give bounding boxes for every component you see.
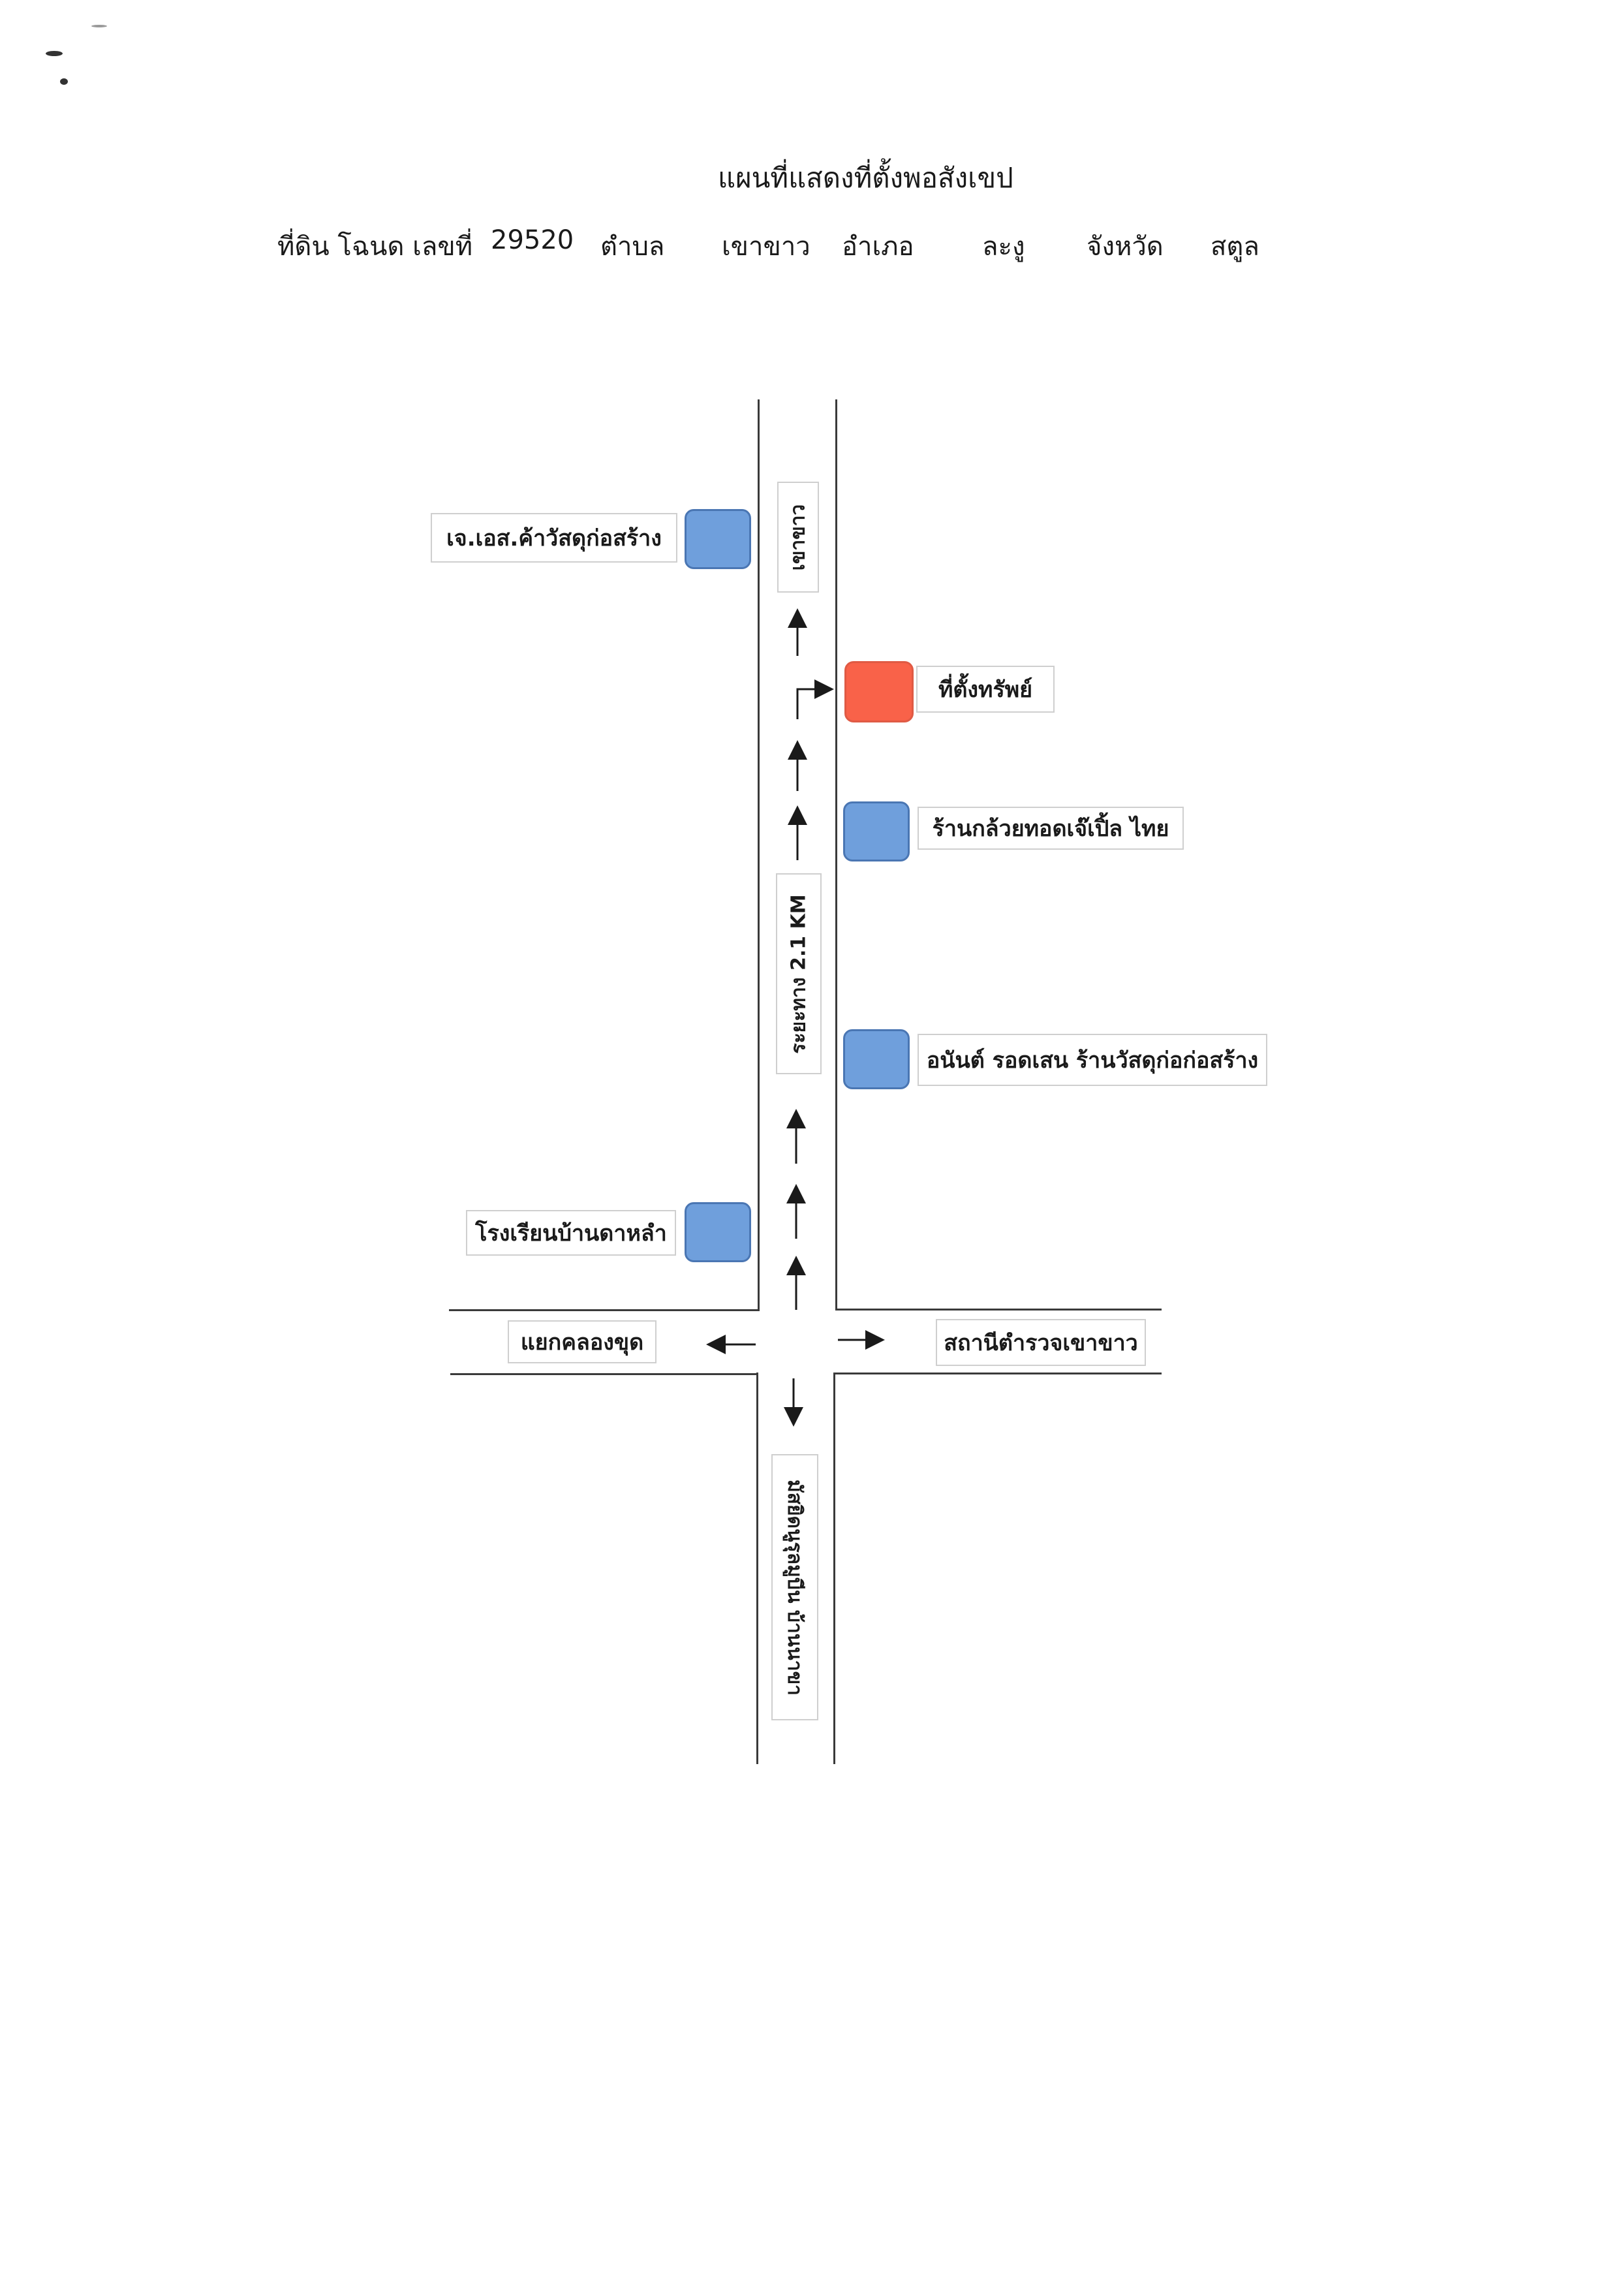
scan-smudge: [91, 25, 107, 27]
scan-smudge: [46, 51, 63, 56]
main-road-left-edge-north: [758, 399, 760, 1310]
road-label-west: แยกคลองขุด: [508, 1320, 656, 1363]
main-road-right-edge-south: [833, 1373, 835, 1764]
landmark-marker-jes-store: [685, 509, 751, 569]
main-road-right-edge-north: [835, 399, 837, 1309]
cross-road-bottom-west: [450, 1373, 758, 1375]
subdistrict-value: เขาขาว: [722, 232, 810, 262]
property-marker: [844, 661, 914, 722]
road-label-south: มัสยิดนูรุลมูบีน บ้านนาขา: [771, 1454, 818, 1720]
property-label: ที่ตั้งทรัพย์: [916, 666, 1055, 713]
arrow-turn-right-icon: [796, 679, 834, 719]
province-label: จังหวัด: [1087, 232, 1164, 262]
landmark-marker-banana-shop: [843, 801, 910, 861]
landmark-marker-anan-store: [843, 1029, 910, 1089]
landmark-marker-school: [685, 1202, 751, 1262]
cross-road-top-east: [835, 1309, 1162, 1311]
scan-smudge: [60, 78, 68, 85]
landmark-label-banana-shop: ร้านกล้วยทอดเจ๊เปิ้ล ไทย: [918, 807, 1184, 850]
subdistrict-label: ตำบล: [600, 232, 665, 262]
map-title: แผนที่แสดงที่ตั้งพอสังเขป: [718, 162, 1013, 194]
province-value: สตูล: [1211, 232, 1259, 262]
road-label-distance: ระยะทาง 2.1 KM: [776, 873, 822, 1074]
district-label: อำเภอ: [842, 232, 914, 262]
landmark-label-school: โรงเรียนบ้านดาหลำ: [466, 1210, 676, 1256]
cross-road-bottom-east: [833, 1373, 1162, 1374]
main-road-left-edge-south: [756, 1373, 758, 1764]
district-value: ละงู: [982, 232, 1025, 262]
cross-road-top-west: [449, 1309, 760, 1311]
landmark-label-anan-store: อนันต์ รอดเสน ร้านวัสดุก่อก่อสร้าง: [918, 1034, 1267, 1086]
parcel-number: 29520: [491, 225, 574, 255]
parcel-label: ที่ดิน โฉนด เลขที่: [277, 232, 473, 262]
road-label-east: สถานีตำรวจเขาขาว: [936, 1319, 1146, 1366]
landmark-label-jes-store: เจ.เอส.ค้าวัสดุก่อสร้าง: [431, 513, 677, 563]
road-label-north: เขาขาว: [777, 482, 819, 593]
